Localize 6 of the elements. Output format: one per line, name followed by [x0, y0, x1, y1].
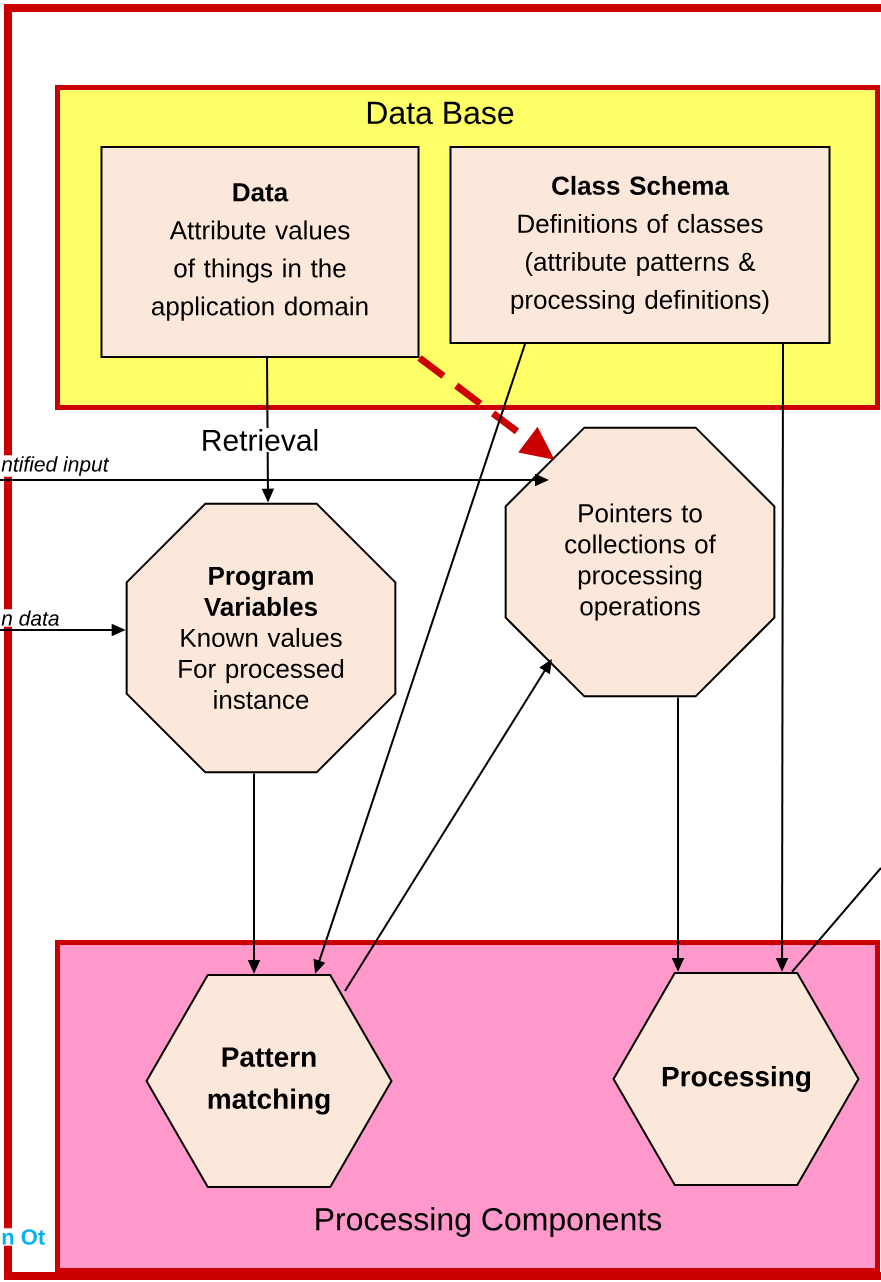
edge-label: n data — [0, 609, 61, 627]
text-box: Class Schema Definitions of classes (attribute patterns & processing definitions) — [449, 146, 831, 344]
label-text: n Ot — [0, 1228, 47, 1246]
edge-label: ntified input — [0, 455, 110, 477]
text-box: Data Attribute values of things in the application domain — [100, 146, 420, 358]
edge-label: Retrieval — [199, 428, 321, 452]
